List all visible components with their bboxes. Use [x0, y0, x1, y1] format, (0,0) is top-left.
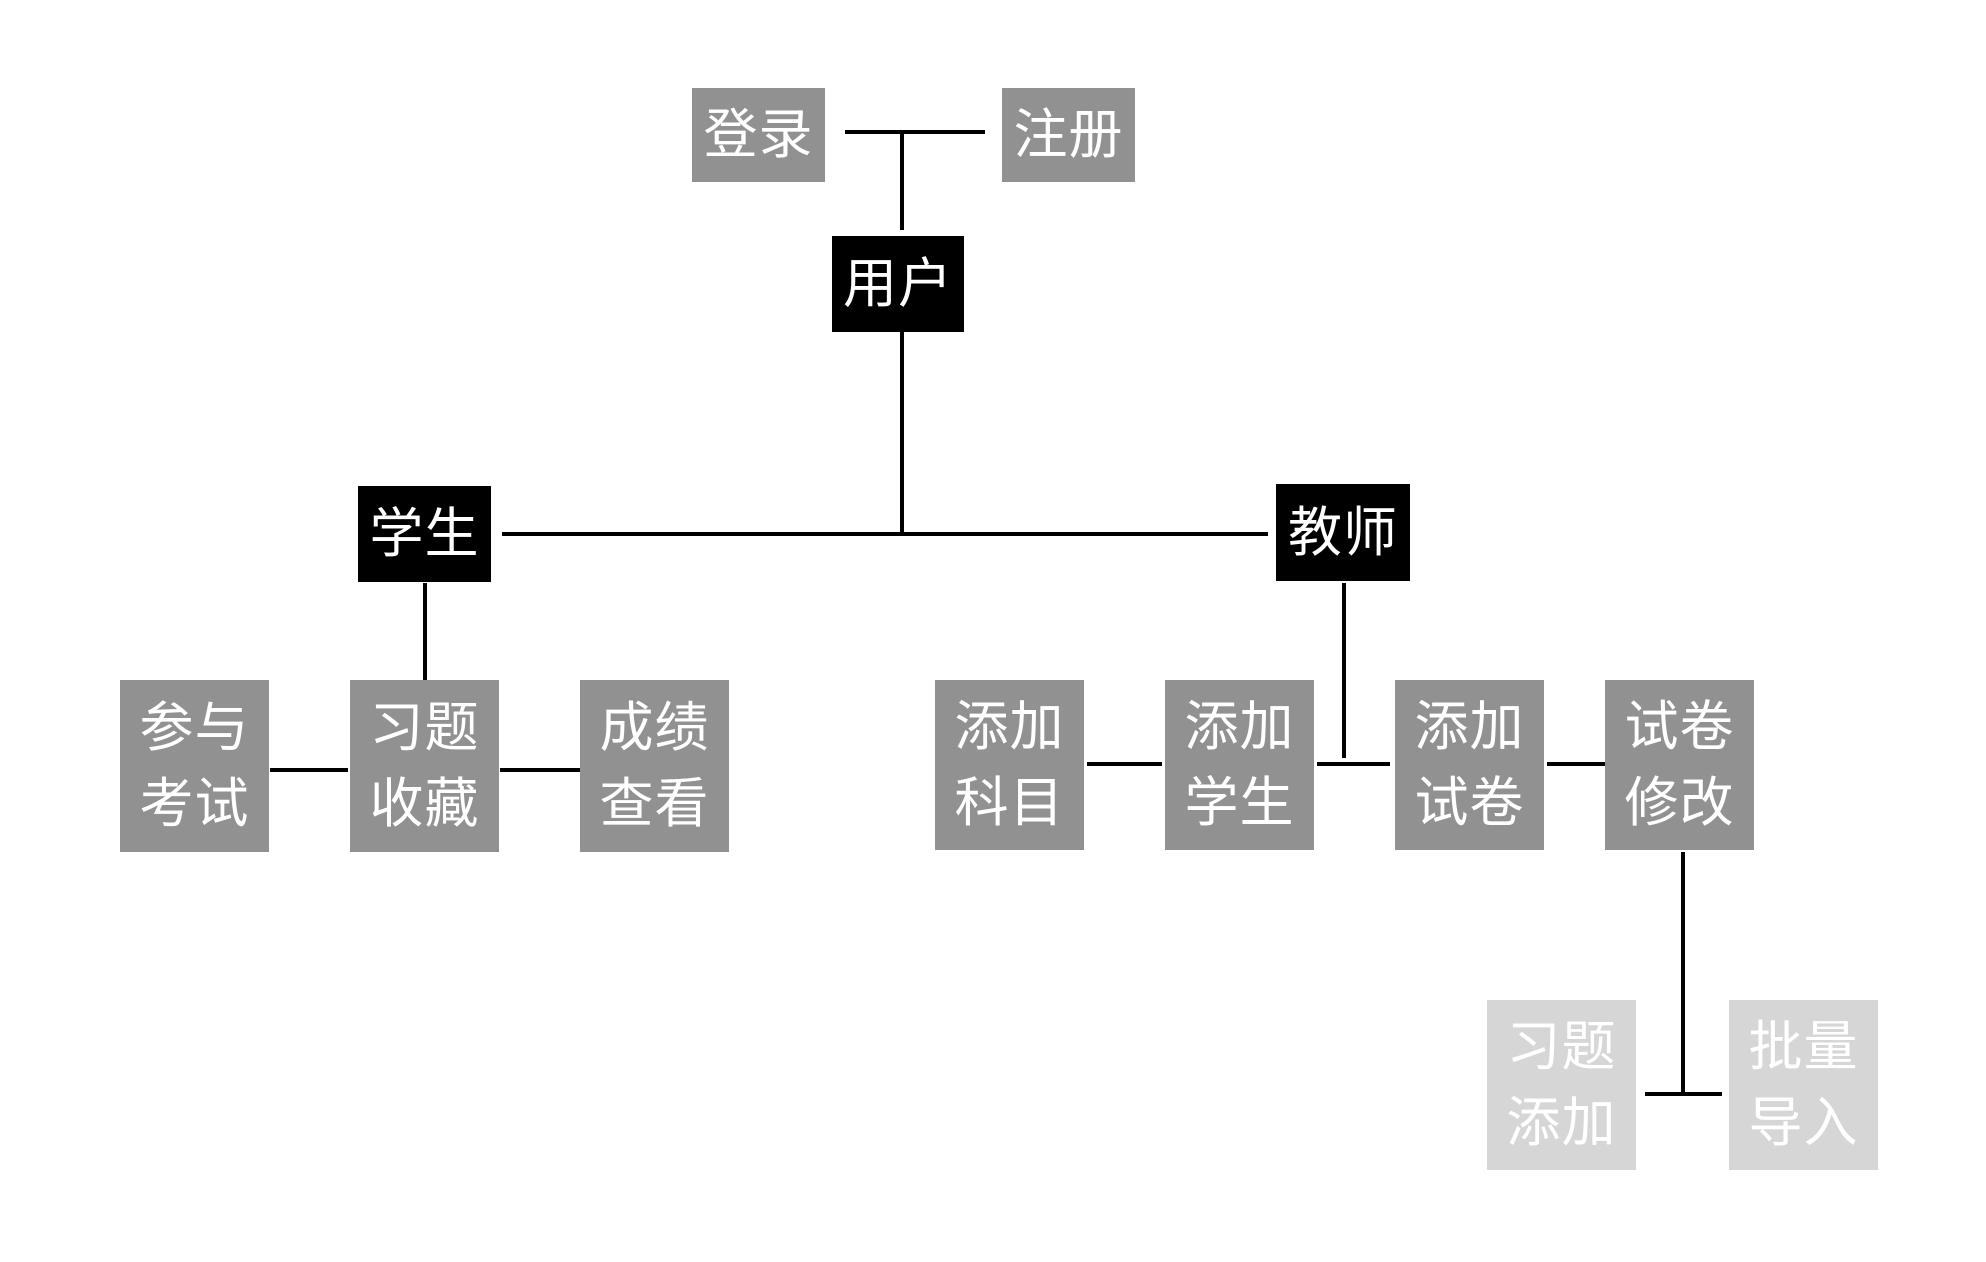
exercise-favorites-label-line1: 习题	[369, 696, 480, 759]
login-label: 登录	[703, 103, 814, 166]
register-node: 注册	[1002, 88, 1135, 182]
edit-paper-down-connector	[1681, 852, 1685, 1095]
edit-paper-label-line1: 试卷	[1624, 695, 1735, 758]
add-student-node: 添加 学生	[1165, 680, 1314, 850]
student-down-connector	[423, 583, 427, 680]
add-subject-label-line2: 科目	[954, 771, 1065, 834]
add-paper-label-line1: 添加	[1414, 695, 1525, 758]
exercise-favorites-node: 习题 收藏	[350, 680, 499, 852]
add-paper-connector	[1317, 762, 1390, 766]
add-subject-label-line1: 添加	[954, 695, 1065, 758]
batch-import-label-line2: 导入	[1748, 1091, 1859, 1154]
add-subject-node: 添加 科目	[935, 680, 1084, 850]
student-teacher-connector	[502, 532, 1268, 536]
add-exercise-label-line2: 添加	[1506, 1091, 1617, 1154]
teacher-node: 教师	[1276, 484, 1410, 581]
register-label: 注册	[1013, 103, 1124, 166]
login-node: 登录	[692, 88, 825, 182]
exercise-favorites-label-line2: 收藏	[369, 772, 480, 835]
add-student-label-line2: 学生	[1184, 771, 1295, 834]
teacher-label: 教师	[1288, 500, 1398, 564]
score-view-label-line1: 成绩	[599, 696, 710, 759]
score-view-node: 成绩 查看	[580, 680, 729, 852]
add-exercise-node: 习题 添加	[1487, 1000, 1636, 1170]
batch-import-node: 批量 导入	[1729, 1000, 1878, 1170]
add-exercise-label-line1: 习题	[1506, 1015, 1617, 1078]
student-label: 学生	[369, 502, 480, 565]
student-node: 学生	[358, 486, 491, 582]
login-register-connector	[845, 130, 985, 134]
join-exam-label-line1: 参与	[139, 696, 250, 759]
add-paper-label-line2: 试卷	[1414, 771, 1525, 834]
add-paper-node: 添加 试卷	[1395, 680, 1544, 850]
join-exam-connector	[270, 768, 348, 772]
add-subject-connector	[1087, 762, 1162, 766]
join-exam-node: 参与 考试	[120, 680, 269, 852]
edit-paper-label-line2: 修改	[1624, 771, 1735, 834]
edit-paper-connector	[1547, 762, 1620, 766]
score-view-label-line2: 查看	[599, 772, 710, 835]
score-view-connector	[500, 768, 580, 772]
add-student-label-line1: 添加	[1184, 695, 1295, 758]
user-auth-connector	[900, 130, 904, 230]
batch-import-label-line1: 批量	[1748, 1015, 1859, 1078]
user-role-connector	[900, 330, 904, 535]
user-node: 用户	[832, 236, 964, 332]
join-exam-label-line2: 考试	[139, 772, 250, 835]
exercise-import-connector	[1645, 1092, 1722, 1096]
edit-paper-node: 试卷 修改	[1605, 680, 1754, 850]
user-label: 用户	[843, 252, 953, 315]
teacher-down-connector	[1342, 583, 1346, 758]
